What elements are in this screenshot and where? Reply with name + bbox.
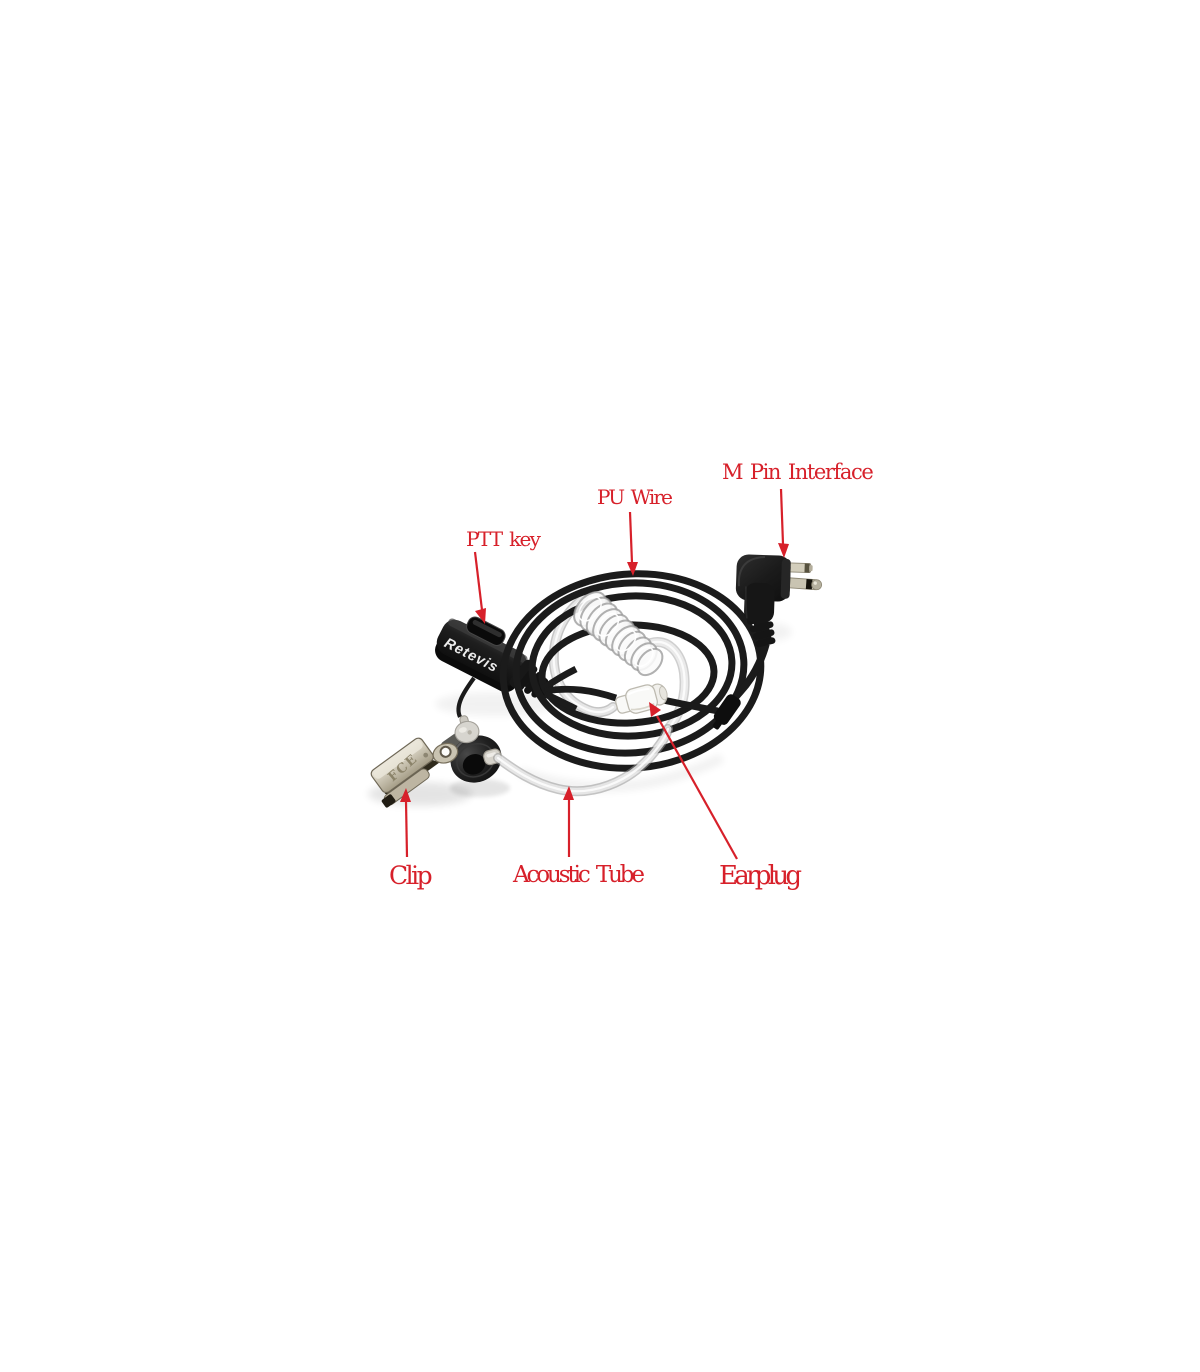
acoustic-tube-coil	[573, 591, 664, 677]
ptt-key-label: PTT key	[466, 527, 542, 551]
pu-wire-arrow-head	[627, 562, 638, 576]
badge-clip: FCE	[370, 737, 459, 808]
m-pin-arrow-line	[779, 488, 785, 545]
acoustic-tube-arrow-head	[563, 786, 574, 800]
earbud-swivel-knob	[454, 715, 480, 744]
ptt-key-arrow-line	[473, 551, 484, 611]
annotations: M Pin Interface PU Wire PTT key Clip Aco…	[389, 460, 875, 891]
earplug-arrow-line	[656, 715, 738, 860]
earplug-label: Earplug	[719, 861, 801, 891]
m-pin-interface-label: M Pin Interface	[722, 460, 873, 484]
plug-body	[735, 554, 791, 624]
annotation-clip: Clip	[389, 788, 434, 890]
acoustic-tube-label: Acoustic Tube	[512, 862, 644, 888]
clip-arrow-head	[400, 788, 411, 802]
annotation-pu-wire: PU Wire	[597, 485, 674, 576]
acoustic-tube-over	[493, 724, 673, 797]
ptt-button	[466, 616, 506, 646]
annotation-acoustic-tube: Acoustic Tube	[512, 786, 648, 888]
clip-label: Clip	[389, 861, 432, 890]
pu-wire-label: PU Wire	[597, 485, 672, 509]
m-pin-connector	[735, 554, 823, 648]
annotation-earplug: Earplug	[649, 702, 805, 891]
earplug-arrow-head	[649, 702, 661, 717]
plug-pins	[787, 562, 823, 591]
m-pin-arrow-head	[778, 543, 789, 558]
clip-arrow-line	[404, 800, 409, 858]
pu-wire-arrow-line	[628, 511, 634, 564]
earplug-piece	[615, 683, 668, 714]
earbud-wire	[456, 676, 476, 718]
annotation-m-pin-interface: M Pin Interface	[722, 460, 875, 558]
ptt-key-arrow-head	[475, 608, 486, 624]
annotation-ptt-key: PTT key	[466, 527, 543, 624]
cable-tie	[712, 694, 741, 730]
